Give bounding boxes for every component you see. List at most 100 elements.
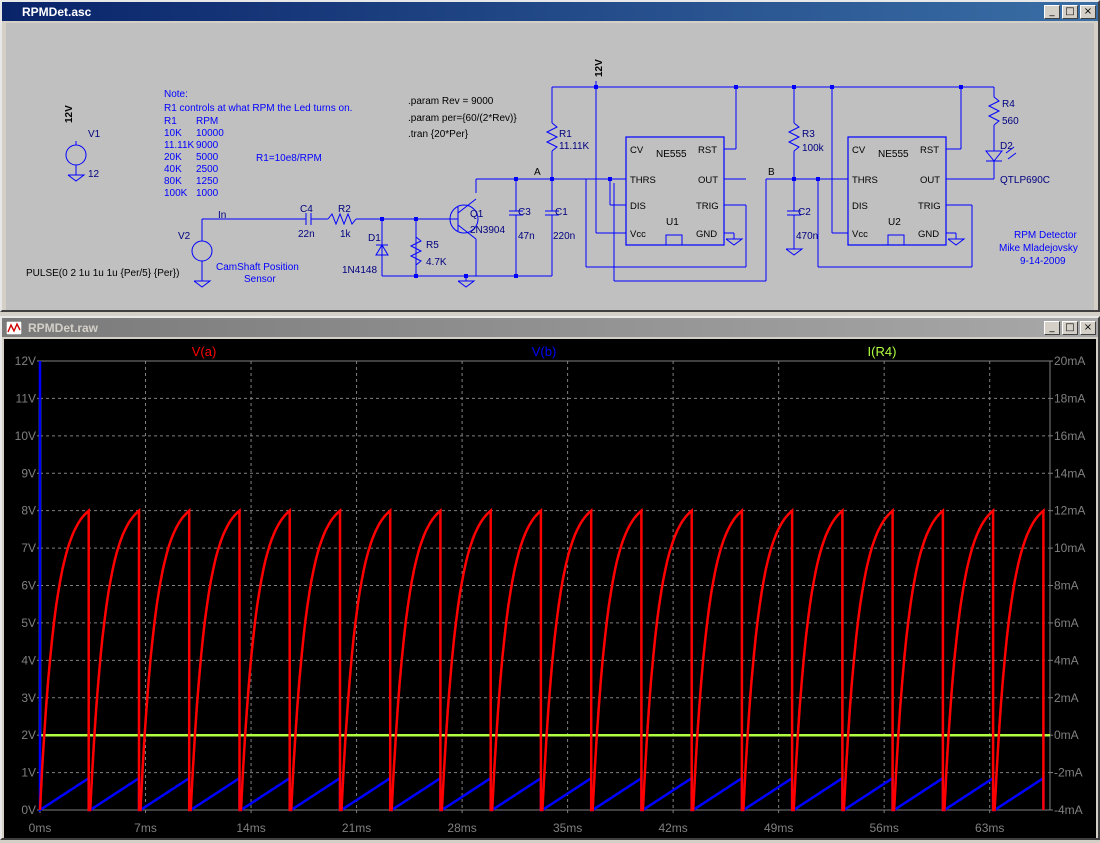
u2-pin-dis: DIS: [852, 201, 868, 212]
rpm-table-h2: RPM: [196, 116, 218, 127]
d2-value: QTLP690C: [1000, 175, 1050, 186]
u1-pin-trig: TRIG: [696, 201, 719, 212]
plot-window-title: RPMDet.raw: [28, 320, 99, 335]
d1-value: 1N4148: [342, 265, 377, 276]
c3-value: 47n: [518, 231, 535, 242]
schematic-minimize-button[interactable]: _: [1044, 4, 1060, 19]
rpm-row-rpm: 9000: [196, 140, 219, 151]
r1-value: 11.11K: [559, 141, 590, 152]
u1-pin-dis: DIS: [630, 201, 646, 212]
legend-entry: V(a): [192, 344, 217, 359]
credit-line2: Mike Mladejovsky: [999, 243, 1078, 254]
rpm-row-rpm: 1250: [196, 176, 219, 187]
r1-name: R1: [559, 129, 572, 140]
waveform-icon: [5, 320, 23, 335]
schematic-titlebar[interactable]: RPMDet.asc _ □ ×: [2, 2, 1098, 21]
u1-pin-gnd: GND: [696, 229, 717, 240]
y-tick-left: 0V: [21, 803, 36, 817]
rpm-row-r1: 10K: [164, 128, 182, 139]
schematic-close-button[interactable]: ×: [1080, 4, 1096, 19]
rpm-row-r1: 80K: [164, 176, 182, 187]
x-tick: 0ms: [29, 821, 52, 835]
y-tick-right: 10mA: [1054, 541, 1085, 555]
x-tick: 49ms: [764, 821, 793, 835]
y-tick-left: 9V: [21, 466, 36, 480]
schematic-window[interactable]: RPMDet.asc _ □ ×: [0, 0, 1100, 312]
d2-name: D2: [1000, 141, 1013, 152]
y-tick-left: 5V: [21, 616, 36, 630]
node-b-label: B: [768, 167, 775, 178]
schematic-canvas[interactable]: 12V V1 12 Note: R1 controls at what RPM …: [6, 23, 1094, 310]
x-tick: 21ms: [342, 821, 371, 835]
y-tick-left: 10V: [15, 429, 36, 443]
y-tick-left: 11V: [16, 391, 36, 405]
rpm-row-r1: 100K: [164, 188, 188, 199]
c2-value: 470n: [796, 231, 818, 242]
schematic-maximize-button[interactable]: □: [1062, 4, 1078, 19]
c3-name: C3: [518, 207, 531, 218]
y-tick-right: 0mA: [1054, 728, 1079, 742]
y-tick-right: 20mA: [1054, 354, 1085, 368]
plot-minimize-button[interactable]: _: [1044, 320, 1060, 335]
rpm-row-rpm: 2500: [196, 164, 219, 175]
x-tick: 14ms: [236, 821, 265, 835]
c1-value: 220n: [553, 231, 575, 242]
plot-close-button[interactable]: ×: [1080, 320, 1096, 335]
c2-name: C2: [798, 207, 811, 218]
schematic-drawing: 12V V1 12 Note: R1 controls at what RPM …: [26, 59, 1078, 288]
rpm-table-h1: R1: [164, 116, 177, 127]
series-ir4-line: [38, 398, 1050, 737]
u2-pin-cv: CV: [852, 145, 866, 156]
u2-chip-label: NE555: [878, 149, 909, 160]
note-line: R1 controls at what RPM the Led turns on…: [164, 103, 352, 114]
rpm-row-r1: 40K: [164, 164, 182, 175]
y-tick-right: 2mA: [1054, 691, 1079, 705]
r2-value: 1k: [340, 229, 352, 240]
y-tick-left: 7V: [21, 541, 36, 555]
u2-pin-gnd: GND: [918, 229, 939, 240]
u2-pin-vcc: Vcc: [852, 229, 868, 240]
sensor-line2: Sensor: [244, 274, 276, 285]
u2-pin-out: OUT: [920, 175, 940, 186]
credit-line1: RPM Detector: [1014, 230, 1077, 241]
x-tick: 7ms: [134, 821, 157, 835]
x-tick: 28ms: [447, 821, 476, 835]
y-tick-left: 8V: [21, 504, 36, 518]
c1-name: C1: [555, 207, 568, 218]
y-tick-left: 3V: [21, 691, 36, 705]
pulse-spec: PULSE(0 2 1u 1u 1u {Per/5} {Per}): [26, 268, 179, 279]
schematic-junctions: [380, 85, 963, 278]
u2-name-label: U2: [888, 217, 901, 228]
v1-value-label: 12: [88, 169, 100, 180]
y-tick-left: 1V: [21, 766, 36, 780]
net-in-label: In: [218, 210, 226, 221]
q1-name: Q1: [470, 209, 484, 220]
rpm-row-rpm: 10000: [196, 128, 224, 139]
y-tick-right: -4mA: [1054, 803, 1083, 817]
rpm-row-r1: 11.11K: [164, 140, 195, 151]
r3-value: 100k: [802, 143, 825, 154]
q1-value: 2N3904: [470, 225, 505, 236]
u2-pin-thrs: THRS: [852, 175, 878, 186]
y-tick-right: 4mA: [1054, 653, 1079, 667]
y-tick-left: 2V: [21, 728, 36, 742]
param-rev: .param Rev = 9000: [408, 96, 494, 107]
r5-value: 4.7K: [426, 257, 447, 268]
plot-titlebar[interactable]: RPMDet.raw _ □ ×: [2, 318, 1098, 337]
plot-maximize-button[interactable]: □: [1062, 320, 1078, 335]
u1-pin-out: OUT: [698, 175, 718, 186]
u1-name-label: U1: [666, 217, 679, 228]
y-tick-left: 12V: [15, 354, 36, 368]
u1-pin-thrs: THRS: [630, 175, 656, 186]
x-tick: 35ms: [553, 821, 582, 835]
c4-value: 22n: [298, 229, 315, 240]
schematic-window-title: RPMDet.asc: [22, 4, 92, 19]
y-tick-right: 12mA: [1054, 504, 1085, 518]
y-tick-right: 14mA: [1054, 466, 1085, 480]
r3-name: R3: [802, 129, 815, 140]
x-tick: 56ms: [870, 821, 899, 835]
